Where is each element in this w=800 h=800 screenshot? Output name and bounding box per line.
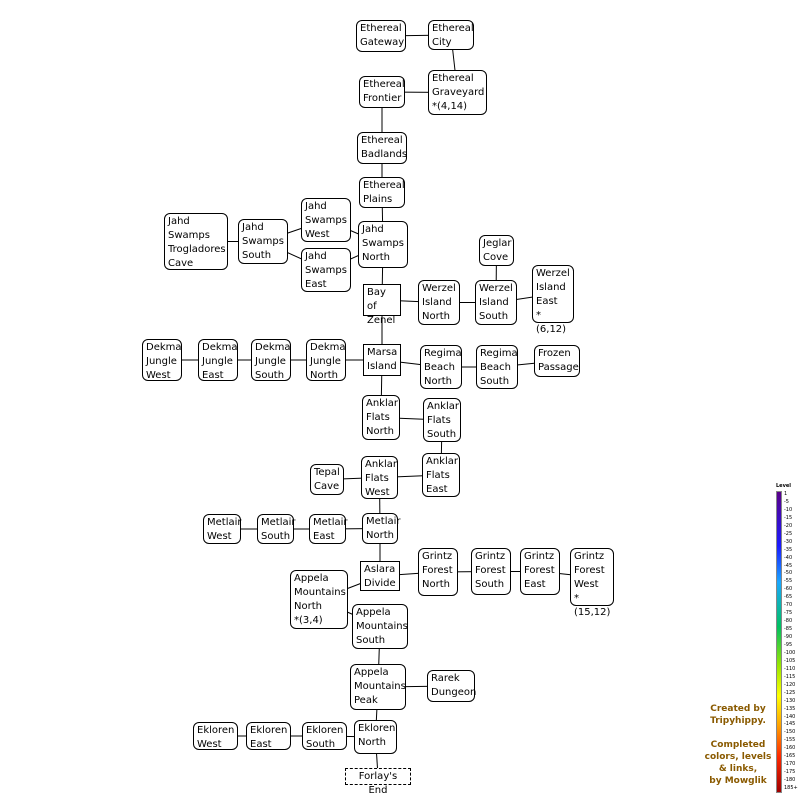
zone-ekloren-south[interactable]: Ekloren South [302,722,347,750]
legend-tick: -40 [784,554,793,561]
zone-werzel-island-south[interactable]: Werzel Island South [475,280,517,325]
zone-jahd-swamps-east[interactable]: Jahd Swamps East [301,248,351,292]
zone-rarek-dungeon[interactable]: Rarek Dungeon [427,670,476,702]
zone-anklar-flats-west[interactable]: Anklar Flats West [361,456,398,499]
zone-metlair-south[interactable]: Metlair South [257,514,296,544]
legend-tick: -150 [784,729,796,736]
zone-anklar-flats-east[interactable]: Anklar Flats East [422,453,460,497]
zone-ethereal-graveyard[interactable]: Ethereal Graveyard *(4,14) [428,70,487,115]
zone-jahd-swamps-north[interactable]: Jahd Swamps North [358,221,408,268]
legend-tick: -50 [784,570,793,577]
zone-jahd-swamps-west[interactable]: Jahd Swamps West [301,198,351,242]
legend-tick: -155 [784,737,796,744]
zone-ekloren-east[interactable]: Ekloren East [246,722,291,750]
legend-tick: -75 [784,610,793,617]
legend-title: Level [776,483,791,489]
legend-tick: -65 [784,594,793,601]
zone-dekma-jungle-north[interactable]: Dekma Jungle North [306,339,346,381]
legend-tick: -95 [784,642,793,648]
zone-werzel-island-east[interactable]: Werzel Island East *(6,12) [532,265,574,335]
zone-anklar-flats-north[interactable]: Anklar Flats North [362,395,400,440]
legend-tick: -20 [784,522,793,529]
legend-tick: -100 [784,649,796,656]
zone-dekma-jungle-south[interactable]: Dekma Jungle South [251,339,291,381]
zone-appela-mountains-peak[interactable]: Appela Mountains Peak [350,664,406,710]
legend-tick: -165 [784,753,796,760]
zone-ethereal-frontier[interactable]: Ethereal Frontier [359,76,405,108]
credits-creator: Created by Tripyhippy. [710,704,766,726]
zone-jeglar-cove[interactable]: Jeglar Cove [479,235,514,266]
zone-ekloren-west[interactable]: Ekloren West [193,722,238,750]
legend-tick: -60 [784,586,793,593]
zone-ethereal-badlands[interactable]: Ethereal Badlands [357,132,407,164]
zone-metlair-west[interactable]: Metlair West [203,514,242,544]
legend-tick: -160 [784,745,796,752]
legend-tick: -15 [784,514,793,521]
legend-tick: 1 [784,491,788,497]
legend-tick: -30 [784,538,793,545]
zone-ethereal-gateway[interactable]: Ethereal Gateway [356,20,406,52]
zone-dekma-jungle-east[interactable]: Dekma Jungle East [198,339,238,381]
zone-grintz-forest-south[interactable]: Grintz Forest South [471,548,511,595]
legend-tick: -180 [784,777,796,784]
zone-ethereal-plains[interactable]: Ethereal Plains [359,177,405,208]
zone-tepal-cave[interactable]: Tepal Cave [310,464,344,495]
zone-appela-mountains-south[interactable]: Appela Mountains South [352,604,408,649]
zone-werzel-island-north[interactable]: Werzel Island North [418,280,460,325]
zone-marsa-island[interactable]: Marsa Island [363,344,401,376]
legend-tick: -25 [784,530,793,537]
zone-jahd-swamps-trogladores-cave[interactable]: Jahd Swamps Trogladores Cave [164,213,228,270]
zone-anklar-flats-south[interactable]: Anklar Flats South [423,398,461,442]
legend-tick: -35 [784,546,793,553]
legend-tick: -85 [784,626,793,633]
legend-tick: -80 [784,618,793,625]
zone-aslara-divide[interactable]: Aslara Divide [360,561,400,591]
legend-tick: -70 [784,602,793,609]
legend-tick: -135 [784,705,796,712]
zone-ethereal-city[interactable]: Ethereal City [428,20,474,50]
legend-tick: -115 [784,673,796,680]
legend-tick: -140 [784,713,796,720]
zone-grintz-forest-north[interactable]: Grintz Forest North [418,548,458,596]
legend-tick: -125 [784,689,796,696]
legend-tick: 185+ [784,785,798,792]
legend-tick: -130 [784,697,796,704]
zone-metlair-east[interactable]: Metlair East [309,514,348,544]
legend-tick: -170 [784,761,796,768]
zone-forlays-end[interactable]: Forlay's End [345,768,411,796]
zone-ekloren-north[interactable]: Ekloren North [354,720,397,754]
credits-completion: Completed colors, levels & links, by Mow… [704,740,772,786]
zone-regima-beach-south[interactable]: Regima Beach South [476,345,518,389]
level-color-bar [776,491,782,793]
legend-tick: -90 [784,634,793,641]
legend-tick: -5 [784,498,789,505]
zone-frozen-passage[interactable]: Frozen Passage [534,345,580,377]
legend-tick: -45 [784,562,793,569]
legend-tick: -120 [784,681,796,688]
zone-grintz-forest-east[interactable]: Grintz Forest East [520,548,560,595]
zone-bay-of-zenel[interactable]: Bay of Zenel [363,284,401,326]
zone-metlair-north[interactable]: Metlair North [362,513,401,544]
legend-tick: -105 [784,657,796,664]
legend-tick: -175 [784,769,796,776]
legend-tick: -145 [784,721,796,728]
legend-tick: -55 [784,578,793,585]
zone-appela-mountains-north[interactable]: Appela Mountains North *(3,4) [290,570,348,629]
zone-regima-beach-north[interactable]: Regima Beach North [420,345,462,389]
level-ticks: 1-5-10-15-20-25-30-35-40-45-50-55-60-65-… [784,491,800,793]
zone-grintz-forest-west[interactable]: Grintz Forest West *(15,12) [570,548,614,618]
legend-tick: -10 [784,506,793,513]
legend-tick: -110 [784,665,796,672]
zone-dekma-jungle-west[interactable]: Dekma Jungle West [142,339,182,381]
zone-jahd-swamps-south[interactable]: Jahd Swamps South [238,219,288,264]
